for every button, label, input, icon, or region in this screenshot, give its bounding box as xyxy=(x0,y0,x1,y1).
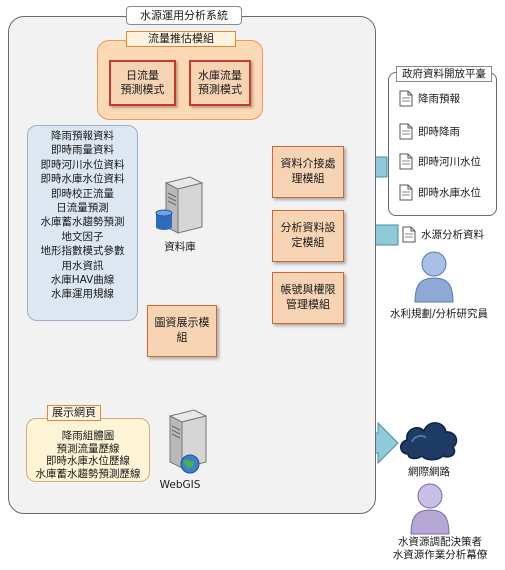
display-webpage-group: 降雨組體圖 預測流量歷線 即時水庫水位歷線 水庫蓄水趨勢預測歷線 xyxy=(26,418,150,482)
account-permission-module: 帳號與權限 管理模組 xyxy=(272,272,344,324)
gov-item-label: 即時河川水位 xyxy=(418,156,481,168)
decision-makers-label: 水資源調配決策者 水資源作業分析幕僚 xyxy=(392,536,488,562)
data-item: 地文因子 xyxy=(61,230,104,243)
data-item: 水庫運用規線 xyxy=(51,288,114,301)
display-line: 即時水庫水位歷線 xyxy=(46,455,130,467)
daily-flow-model: 日流量 預測模式 xyxy=(109,60,176,106)
gov-item-label: 降雨預報 xyxy=(418,93,460,105)
display-line: 水庫蓄水趨勢預測歷線 xyxy=(35,467,141,480)
water-analysis-data: 水源分析資料 xyxy=(402,226,484,243)
gov-item-label: 即時水庫水位 xyxy=(418,187,481,199)
document-icon xyxy=(399,90,413,107)
document-icon xyxy=(399,153,413,170)
researcher-label: 水利規劃/分析研究員 xyxy=(389,308,489,320)
database-label: 資料庫 xyxy=(164,241,196,253)
gov-item: 即時水庫水位 xyxy=(399,184,481,201)
data-item: 即時河川水位資料 xyxy=(40,158,125,171)
display-line: 預測流量歷線 xyxy=(56,442,120,455)
data-item: 日流量預測 xyxy=(56,202,109,215)
system-title: 水源運用分析系統 xyxy=(126,6,242,25)
flow-module-title: 流量推估模組 xyxy=(126,31,236,47)
data-item: 降雨預報資料 xyxy=(51,130,114,142)
gov-item: 即時降雨 xyxy=(399,123,460,140)
data-item: 用水資訊 xyxy=(61,259,104,272)
gov-item-label: 即時降雨 xyxy=(418,126,460,138)
gov-platform-title: 政府資料開放平臺 xyxy=(396,66,492,82)
person-icon xyxy=(414,251,454,303)
webgis-label: WebGIS xyxy=(159,479,201,491)
display-webpage-title: 展示網頁 xyxy=(47,405,101,421)
person-icon xyxy=(410,483,450,535)
gov-item: 即時河川水位 xyxy=(399,153,481,170)
data-item: 即時校正流量 xyxy=(51,187,114,200)
data-item: 水庫HAV曲線 xyxy=(50,274,115,287)
data-item: 水庫蓄水趨勢預測 xyxy=(40,216,125,229)
data-item: 地形指數模式參數 xyxy=(40,245,125,258)
database-server-icon xyxy=(155,176,204,234)
internet-label: 網際網路 xyxy=(408,466,450,478)
data-item: 即時水庫水位資料 xyxy=(40,173,125,186)
map-display-module: 圖資展示模 組 xyxy=(147,305,217,357)
water-analysis-data-label: 水源分析資料 xyxy=(421,229,484,241)
document-icon xyxy=(399,184,413,201)
document-icon xyxy=(402,226,416,243)
analysis-setting-module: 分析資料設 定模組 xyxy=(272,210,344,262)
cloud-icon xyxy=(400,422,458,461)
display-line: 降雨組體圖 xyxy=(61,430,115,442)
webgis-server-icon xyxy=(168,409,208,474)
gov-open-data-platform: 降雨預報 即時降雨 即時河川水位 即時水庫水位 xyxy=(388,72,497,216)
data-interface-module: 資料介接處 理模組 xyxy=(272,146,344,198)
data-item: 即時雨量資料 xyxy=(51,144,114,157)
reservoir-flow-model: 水庫流量 預測模式 xyxy=(189,60,251,106)
document-icon xyxy=(399,123,413,140)
data-items-panel: 降雨預報資料 即時雨量資料 即時河川水位資料 即時水庫水位資料 即時校正流量 日… xyxy=(27,125,138,321)
gov-item: 降雨預報 xyxy=(399,90,460,107)
